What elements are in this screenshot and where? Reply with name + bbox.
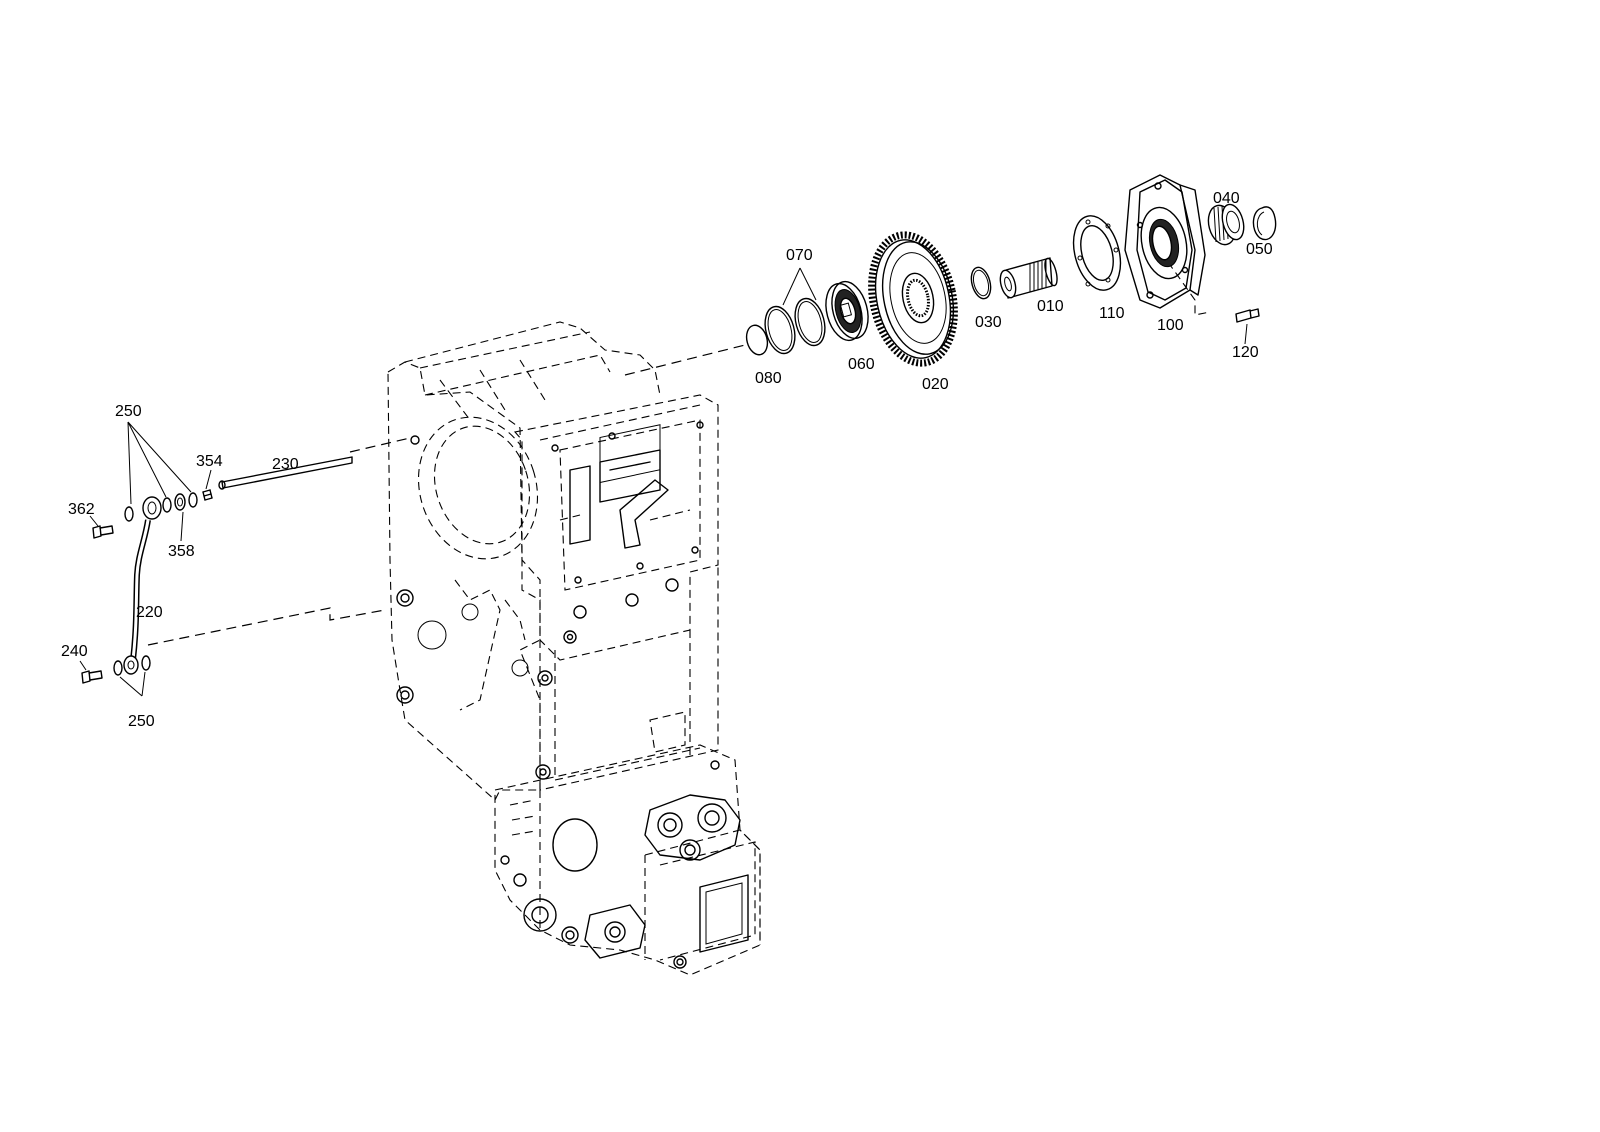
label-050: 050: [1246, 241, 1273, 258]
label-070: 070: [786, 247, 813, 264]
needle-bearing-040: [1207, 203, 1245, 246]
label-220: 220: [136, 604, 163, 621]
gear-020: [868, 231, 958, 367]
label-358: 358: [168, 543, 195, 560]
oil-pipe-220: [123, 496, 162, 675]
bolt-240: [81, 670, 103, 684]
o-ring-070-b: [794, 297, 826, 347]
washer-250-d: [113, 660, 123, 676]
label-120: 120: [1232, 344, 1259, 361]
washer-250-e: [141, 655, 151, 671]
snap-ring-030: [970, 266, 992, 300]
washer-250-a: [188, 492, 198, 508]
o-ring-358: [174, 493, 186, 511]
snap-ring-050: [1252, 206, 1277, 241]
label-250-bottom: 250: [128, 713, 155, 730]
label-040: 040: [1213, 190, 1240, 207]
bolt-362: [92, 525, 114, 539]
washer-250-c: [124, 506, 134, 522]
label-110: 110: [1099, 305, 1125, 322]
label-250-top: 250: [115, 403, 142, 420]
flange-cover-100: [1124, 174, 1206, 309]
label-080: 080: [755, 370, 782, 387]
snap-ring-080: [745, 324, 769, 356]
shaft-assembly: [745, 174, 1277, 367]
oil-line-assembly: [81, 456, 353, 684]
screw-120: [1235, 308, 1260, 323]
gasket-110: [1072, 215, 1122, 291]
transmission-housing: [387, 321, 761, 976]
label-362: 362: [68, 501, 95, 518]
leader-lines: [79, 267, 1248, 697]
spring-354: [202, 489, 213, 501]
label-230: 230: [272, 456, 299, 473]
assembly-centerlines: [147, 261, 1211, 646]
label-010: 010: [1037, 298, 1064, 315]
ball-bearing-060: [825, 280, 869, 342]
label-354: 354: [196, 453, 223, 470]
washer-250-b: [162, 497, 172, 513]
label-020: 020: [922, 376, 949, 393]
o-ring-070-a: [764, 305, 796, 355]
part-callouts: 070 040 050 080 060 020 030 010 110 100 …: [61, 190, 1273, 730]
label-100: 100: [1157, 317, 1184, 334]
label-240: 240: [61, 643, 88, 660]
shaft-010: [999, 257, 1058, 299]
tube-230: [218, 456, 353, 490]
label-060: 060: [848, 356, 875, 373]
label-030: 030: [975, 314, 1002, 331]
